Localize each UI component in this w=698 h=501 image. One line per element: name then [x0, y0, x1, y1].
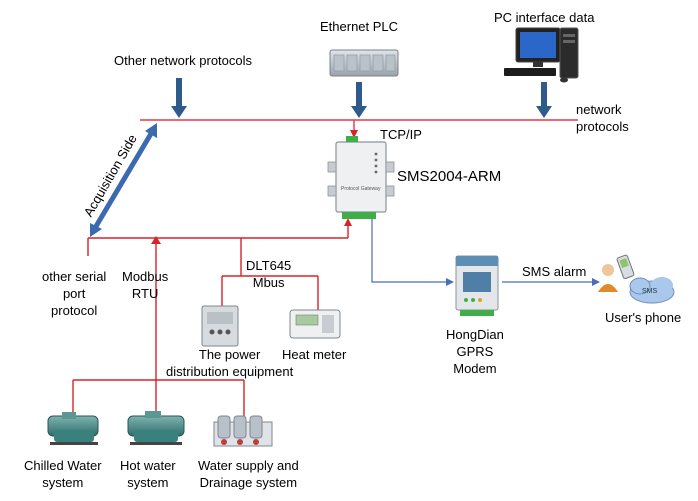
pc-icon	[504, 27, 579, 83]
plc-label: Ethernet PLC	[320, 19, 399, 34]
hot-water-label: Hot water system	[120, 458, 176, 490]
pc-interface-label: PC interface data	[494, 10, 595, 25]
hot-water-icon	[127, 411, 185, 445]
cloud-text: SMS	[642, 288, 658, 295]
modbus-label: Modbus RTU	[122, 269, 169, 301]
other-network-label: Other network protocols	[114, 53, 253, 68]
chilled-water-label: Chilled Water system	[24, 458, 102, 490]
gateway-label: SMS2004-ARM	[397, 168, 502, 185]
modem-label: HongDian GPRS Modem	[446, 327, 504, 376]
plc-device-icon	[329, 49, 399, 77]
sms-alarm-label: SMS alarm	[522, 264, 587, 279]
power-cabinet-icon	[201, 305, 239, 347]
user-phone-icon	[598, 254, 675, 304]
users-phone-label: User's phone	[605, 310, 682, 325]
gateway-device-icon	[327, 136, 395, 219]
gateway-face-text: Protocol Gateway	[341, 186, 381, 192]
network-protocols-label: network protocols	[576, 102, 629, 134]
heat-meter-icon	[289, 309, 341, 339]
chiller-icon	[47, 412, 99, 445]
power-distribution-label: The power distribution equipment	[166, 347, 294, 379]
heat-meter-label: Heat meter	[282, 347, 347, 362]
gateway-modem-link	[371, 218, 454, 286]
other-serial-label: other serial port protocol	[42, 269, 107, 318]
other-network-arrow	[171, 78, 187, 118]
water-supply-label: Water supply and Drainage system	[198, 458, 299, 490]
dlt645-label: DLT645 Mbus	[246, 258, 292, 290]
plc-arrow	[351, 82, 367, 118]
acquisition-arrow	[90, 123, 157, 237]
water-supply-icon	[213, 415, 273, 447]
tcpip-label: TCP/IP	[380, 127, 422, 142]
modbus-arrowhead	[151, 236, 161, 244]
pc-arrow	[536, 82, 552, 118]
modem-device-icon	[455, 255, 499, 316]
